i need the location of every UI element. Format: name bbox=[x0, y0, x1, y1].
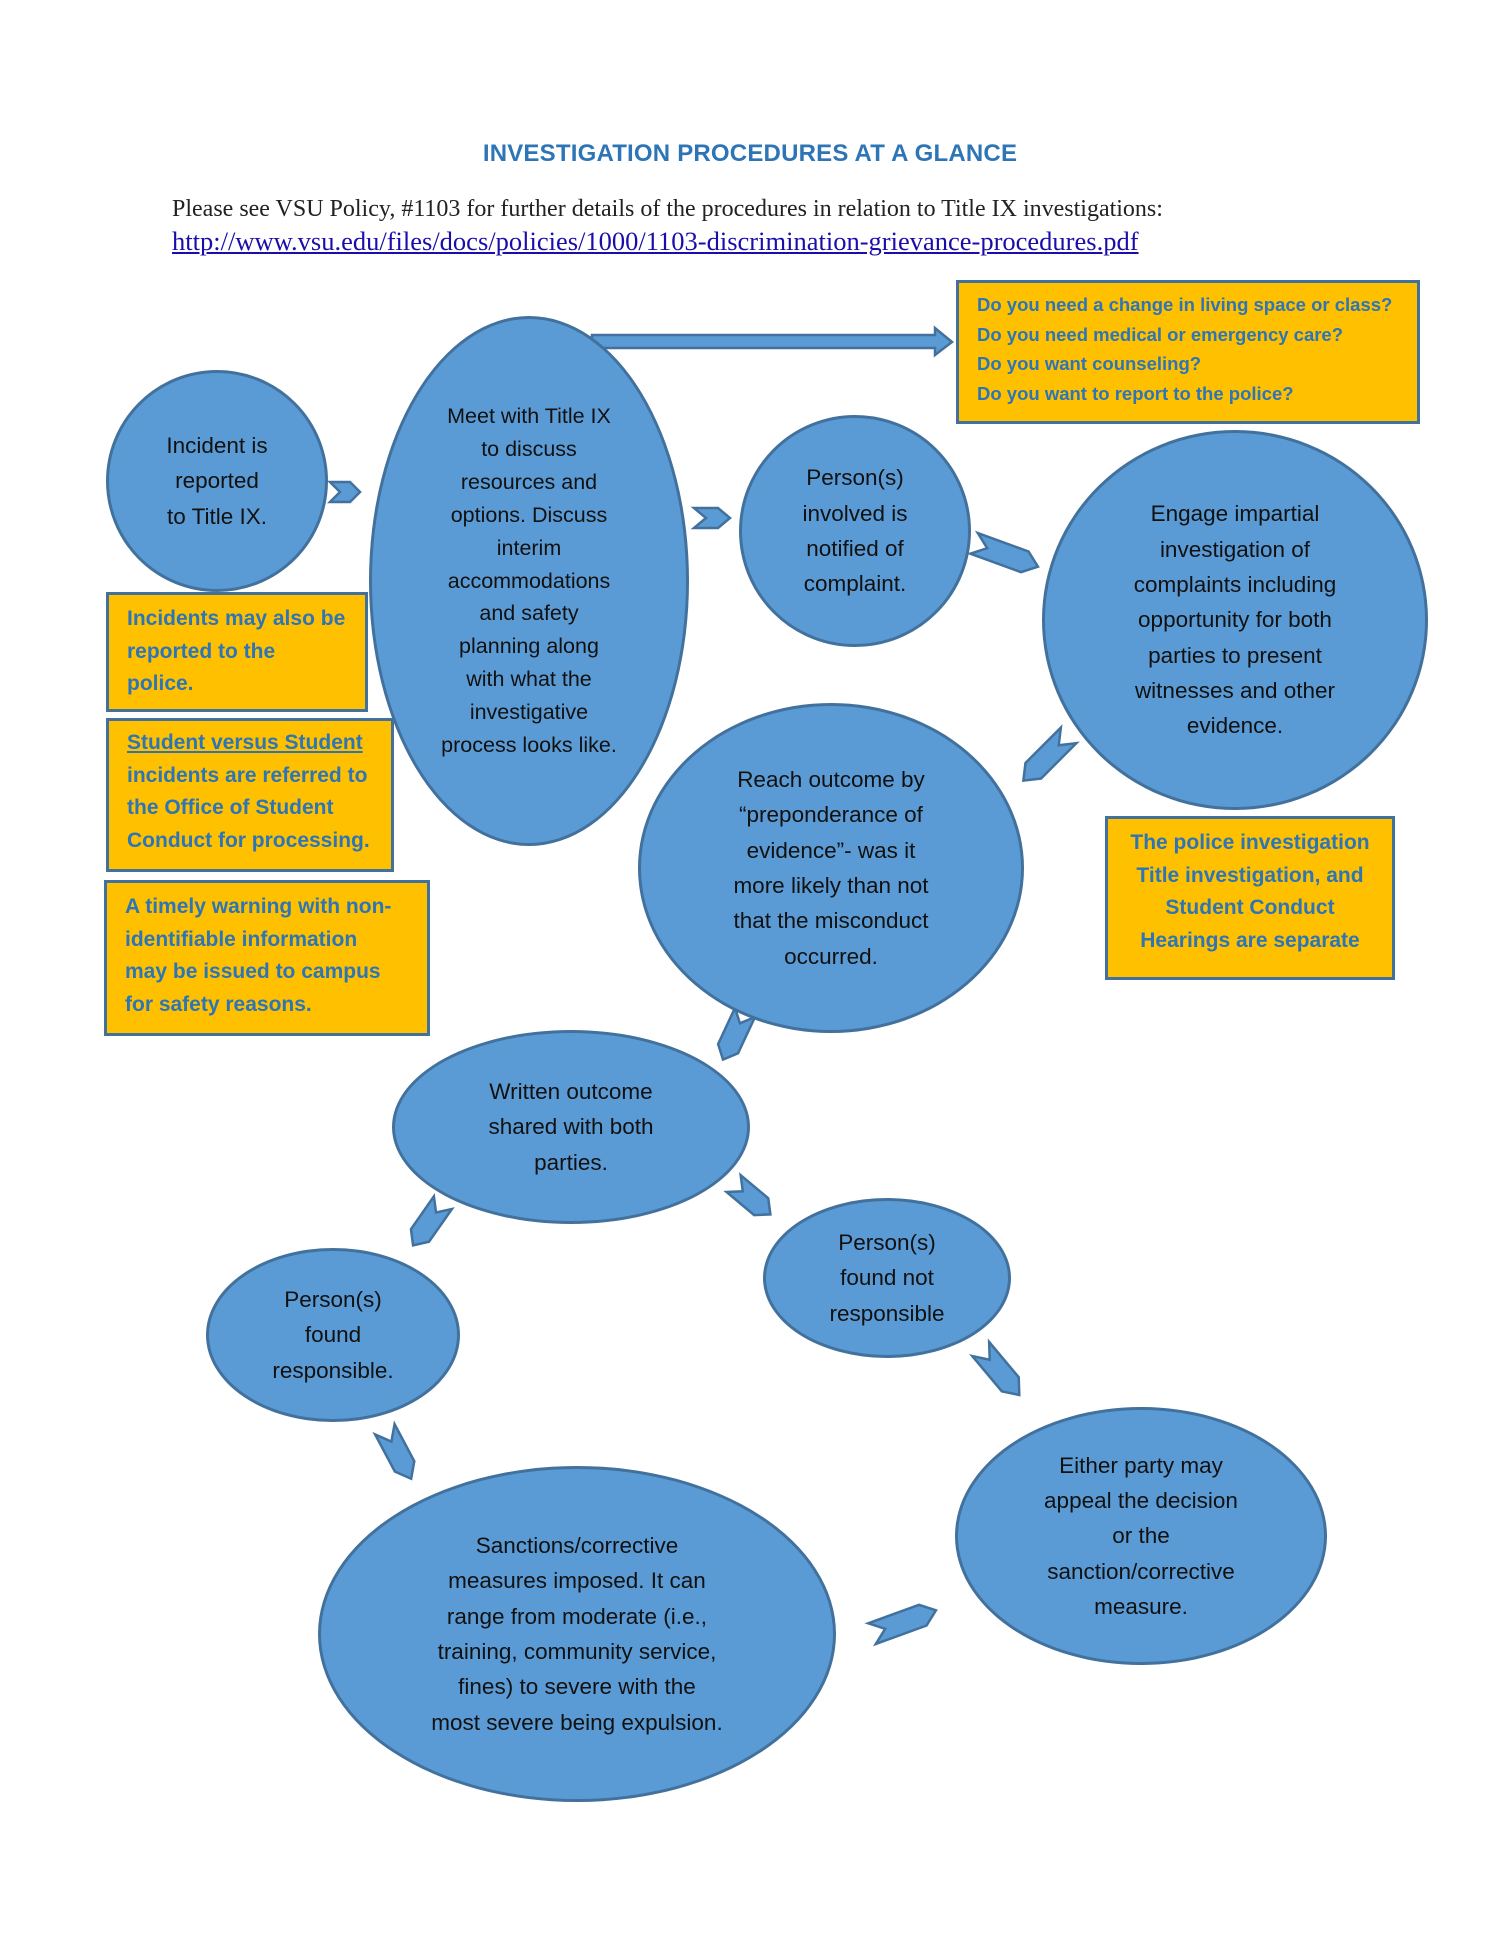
note-police-report: Incidents may also be reported to the po… bbox=[106, 592, 368, 712]
arrow-incident-to-meet bbox=[326, 480, 362, 504]
node-sanctions-text: Sanctions/corrective measures imposed. I… bbox=[431, 1533, 723, 1735]
arrow-investigation-to-outcome bbox=[1021, 724, 1080, 783]
arrow-responsible-to-sanctions bbox=[372, 1420, 416, 1481]
arrow-written-to-responsible bbox=[409, 1193, 455, 1247]
node-written-text: Written outcome shared with both parties… bbox=[488, 1079, 654, 1175]
node-not-responsible-text: Person(s) found not responsible bbox=[829, 1230, 945, 1326]
node-outcome-text: Reach outcome by “preponderance of evide… bbox=[733, 767, 929, 969]
arrow-written-to-not-responsible bbox=[723, 1172, 772, 1217]
node-incident-text: Incident is reported to Title IX. bbox=[166, 433, 268, 529]
arrow-sanctions-to-appeal bbox=[864, 1603, 938, 1647]
node-appeal-text: Either party may appeal the decision or … bbox=[1044, 1452, 1238, 1619]
node-notified-text: Person(s) involved is notified of compla… bbox=[802, 465, 908, 597]
node-incident-reported: Incident is reported to Title IX. bbox=[106, 370, 328, 592]
node-meet-title-ix: Meet with Title IX to discuss resources … bbox=[369, 316, 689, 846]
node-sanctions: Sanctions/corrective measures imposed. I… bbox=[318, 1466, 836, 1802]
arrow-meet-to-notified bbox=[690, 506, 732, 530]
note-student-underlined: Student versus Student bbox=[127, 731, 363, 754]
node-investigation-text: Engage impartial investigation of compla… bbox=[1133, 501, 1337, 739]
note-separate-processes: The police investigation Title investiga… bbox=[1105, 816, 1395, 980]
node-investigation: Engage impartial investigation of compla… bbox=[1042, 430, 1428, 810]
node-found-not-responsible: Person(s) found not responsible bbox=[763, 1198, 1011, 1358]
page-title: INVESTIGATION PROCEDURES AT A GLANCE bbox=[482, 140, 1018, 167]
note-student-conduct: Student versus Student incidents are ref… bbox=[106, 718, 394, 872]
note-timely-warning: A timely warning with non- identifiable … bbox=[104, 880, 430, 1036]
node-meet-text: Meet with Title IX to discuss resources … bbox=[441, 404, 617, 757]
node-written-outcome: Written outcome shared with both parties… bbox=[392, 1030, 750, 1224]
node-reach-outcome: Reach outcome by “preponderance of evide… bbox=[638, 703, 1024, 1033]
note-questions: Do you need a change in living space or … bbox=[956, 280, 1420, 424]
arrow-to-questions bbox=[590, 325, 955, 358]
policy-link[interactable]: http://www.vsu.edu/files/docs/policies/1… bbox=[172, 226, 1139, 256]
arrow-notified-to-investigation bbox=[966, 530, 1040, 574]
node-responsible-text: Person(s) found responsible. bbox=[272, 1287, 394, 1383]
node-appeal: Either party may appeal the decision or … bbox=[955, 1407, 1327, 1665]
node-found-responsible: Person(s) found responsible. bbox=[206, 1248, 460, 1422]
note-student-rest: incidents are referred to the Office of … bbox=[127, 763, 370, 852]
intro-text: Please see VSU Policy, #1103 for further… bbox=[172, 196, 1163, 222]
arrow-outcome-to-written bbox=[716, 1004, 758, 1062]
arrow-not-responsible-to-appeal bbox=[969, 1338, 1021, 1397]
node-person-notified: Person(s) involved is notified of compla… bbox=[739, 415, 971, 647]
